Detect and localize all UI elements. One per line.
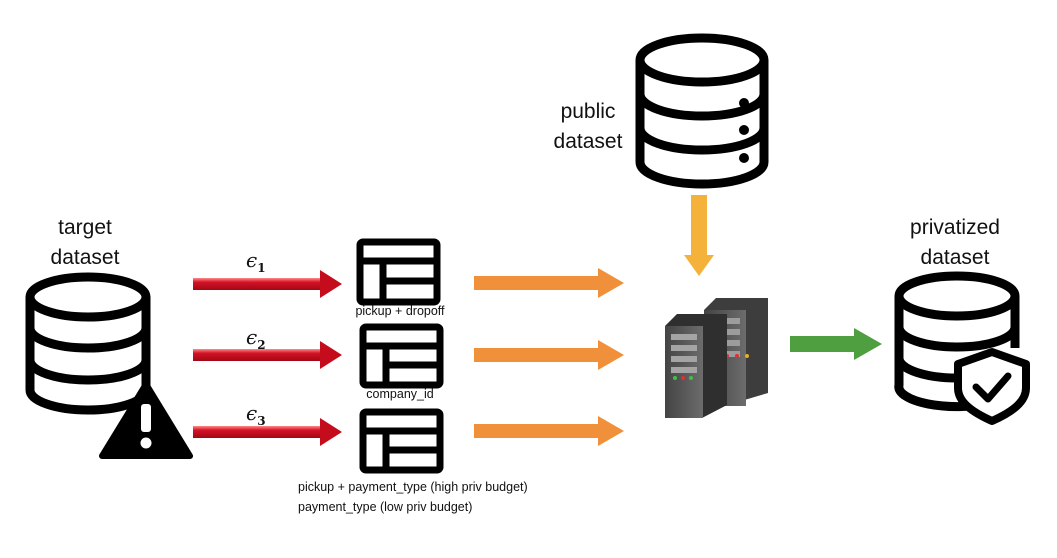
table-3-label-line2: payment_type (low priv budget) [298,500,473,514]
yellow-arrow [684,195,714,276]
red-arrow-1 [193,270,342,298]
red-arrow-2 [193,341,342,369]
warning-icon [99,381,193,459]
public-database-icon [635,33,769,189]
red-arrow-3 [193,418,342,446]
table-2-label: company_id [366,387,434,401]
privatized-dataset-label: privatized dataset [910,216,1000,269]
table-icon [356,238,441,306]
target-database-icon [25,272,151,415]
table-icon [359,408,444,474]
green-arrow [790,328,882,360]
orange-arrow-2 [474,340,624,370]
epsilon-2-label: ϵ2 [246,325,266,352]
epsilon-1-label: ϵ1 [246,248,266,275]
table-1-label: pickup + dropoff [355,304,445,318]
table-icon [359,323,444,389]
orange-arrow-3 [474,416,624,446]
public-dataset-label: public dataset [553,100,623,153]
target-dataset-label: target dataset [50,216,120,269]
server-icon [665,298,768,418]
epsilon-3-label: ϵ3 [246,401,266,428]
table-3-label-line1: pickup + payment_type (high priv budget) [298,480,528,494]
shield-check-icon [954,348,1030,425]
orange-arrow-1 [474,268,624,298]
